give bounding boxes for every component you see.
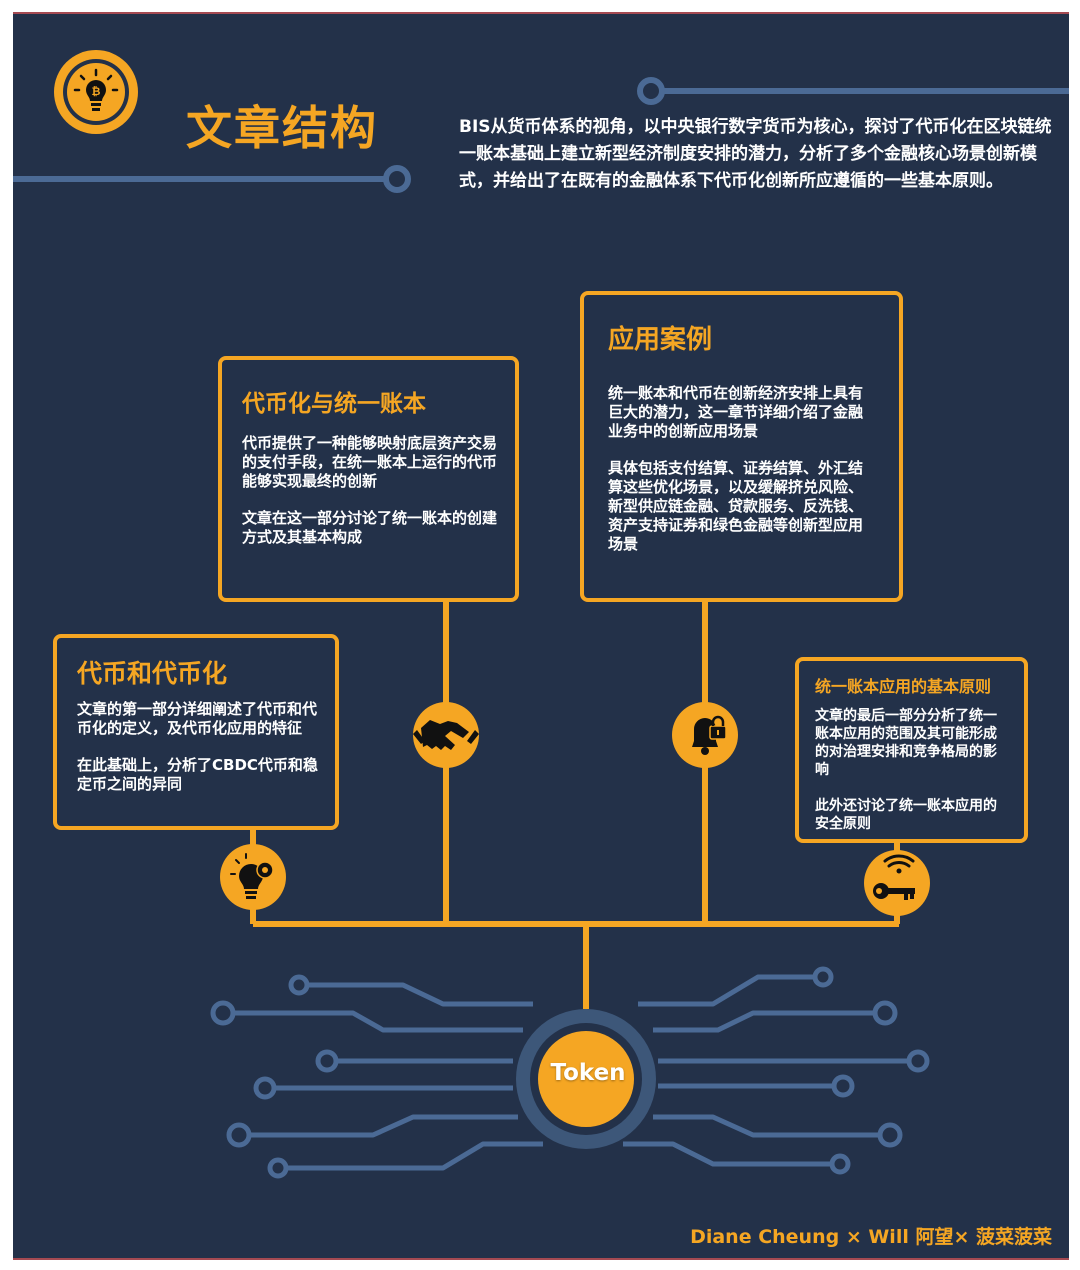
card-paragraph: 在此基础上，分析了CBDC代币和稳定币之间的异同	[77, 756, 318, 793]
token-hub	[516, 1009, 656, 1149]
infographic-page: ₿	[13, 12, 1069, 1260]
card-title: 代币和代币化	[77, 659, 228, 688]
card-use-cases: 应用案例 统一账本和代币在创新经济安排上具有巨大的潜力，这一章节详细介绍了金融业…	[580, 291, 903, 602]
card-paragraph: 文章的第一部分详细阐述了代币和代币化的定义，及代币化应用的特征	[77, 700, 318, 737]
credit-line: Diane Cheung × Will 阿望× 菠菜菠菜	[690, 1226, 1052, 1248]
card-body: 文章的第一部分详细阐述了代币和代币化的定义，及代币化应用的特征 在此基础上，分析…	[77, 700, 319, 794]
card-paragraph: 文章的最后一部分分析了统一账本应用的范围及其可能形成的对治理安排和竞争格局的影响	[815, 708, 997, 778]
circuit-traces	[210, 966, 930, 1179]
handshake-icon	[413, 702, 479, 768]
bell-lock-icon	[672, 702, 738, 768]
intro-text: BIS从货币体系的视角，以中央银行数字货币为核心，探讨了代币化在区块链统一账本基…	[459, 117, 1052, 191]
header-decor-lines	[13, 77, 1069, 193]
card-paragraph: 代币提供了一种能够映射底层资产交易的支付手段，在统一账本上运行的代币能够实现最终…	[242, 434, 498, 490]
card-body: 统一账本和代币在创新经济安排上具有巨大的潜力，这一章节详细介绍了金融业务中的创新…	[608, 384, 877, 554]
card-paragraph: 统一账本和代币在创新经济安排上具有巨大的潜力，这一章节详细介绍了金融业务中的创新…	[608, 384, 864, 440]
card-unified-ledger: 代币化与统一账本 代币提供了一种能够映射底层资产交易的支付手段，在统一账本上运行…	[218, 356, 519, 602]
card-principles: 统一账本应用的基本原则 文章的最后一部分分析了统一账本应用的范围及其可能形成的对…	[795, 657, 1028, 843]
connector-graphics: ₿	[13, 50, 1069, 1179]
card-paragraph: 具体包括支付结算、证券结算、外汇结算这些优化场景，以及缓解挤兑风险、新型供应链金…	[608, 459, 864, 553]
card-paragraph: 此外还讨论了统一账本应用的安全原则	[815, 798, 997, 832]
card-paragraph: 文章在这一部分讨论了统一账本的创建方式及其基本构成	[242, 509, 498, 546]
card-title: 统一账本应用的基本原则	[815, 677, 992, 696]
lightbulb-bitcoin-icon: ₿	[54, 50, 138, 134]
token-label: Token	[550, 1060, 626, 1086]
wifi-key-icon	[864, 850, 930, 916]
page-title: 文章结构	[186, 101, 378, 155]
svg-text:₿: ₿	[92, 85, 101, 98]
card-body: 代币提供了一种能够映射底层资产交易的支付手段，在统一账本上运行的代币能够实现最终…	[242, 434, 497, 547]
card-title: 代币化与统一账本	[242, 391, 426, 417]
lightbulb-gear-icon	[220, 844, 286, 910]
card-title: 应用案例	[608, 325, 713, 355]
card-body: 文章的最后一部分分析了统一账本应用的范围及其可能形成的对治理安排和竞争格局的影响…	[815, 707, 1010, 833]
card-token-intro: 代币和代币化 文章的第一部分详细阐述了代币和代币化的定义，及代币化应用的特征 在…	[53, 634, 339, 830]
